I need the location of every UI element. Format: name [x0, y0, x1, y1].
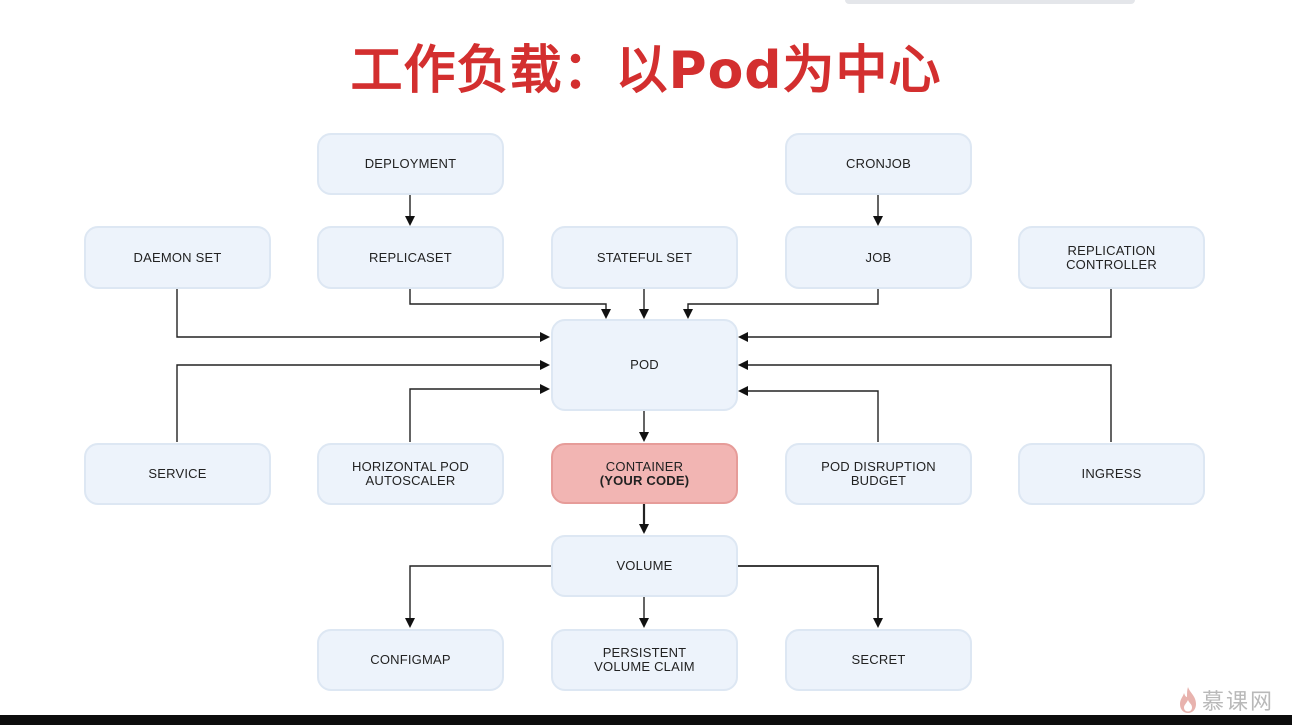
flame-logo-icon: [1180, 687, 1196, 713]
node-label: REPLICASET: [369, 249, 452, 265]
node-stateful-set: STATEFUL SET: [551, 226, 738, 289]
node-configmap: CONFIGMAP: [317, 629, 504, 691]
node-daemon-set: DAEMON SET: [84, 226, 271, 289]
node-label: POD DISRUPTION: [821, 459, 936, 474]
edge-replicaset-pod: [409, 289, 611, 319]
watermark: 慕课网: [1178, 684, 1274, 716]
node-label: CRONJOB: [846, 156, 911, 171]
node-label-line2: CONTROLLER: [1066, 256, 1157, 272]
node-label: HORIZONTAL POD: [352, 459, 469, 474]
node-label: POD: [630, 357, 659, 372]
edge-service-pod: [176, 360, 550, 442]
page-title: 工作负载：以Pod为中心: [350, 41, 942, 101]
node-label-line2: BUDGET: [850, 473, 907, 488]
edge-daemonset-pod: [176, 289, 550, 342]
bottom-bar: [0, 715, 1292, 725]
node-label-line2: VOLUME CLAIM: [594, 659, 695, 674]
node-replicaset: REPLICASET: [317, 226, 504, 289]
node-label: DEPLOYMENT: [364, 156, 457, 171]
node-label: JOB: [865, 249, 892, 265]
node-label: REPLICATION: [1067, 242, 1156, 258]
node-label: PERSISTENT: [602, 645, 687, 660]
node-container: CONTAINER (YOUR CODE): [551, 443, 738, 504]
node-label-line2: AUTOSCALER: [365, 473, 456, 488]
node-pod: POD: [551, 319, 738, 411]
node-deployment: DEPLOYMENT: [317, 133, 504, 195]
node-label: VOLUME: [616, 558, 673, 573]
node-pod-disruption-budget: POD DISRUPTION BUDGET: [785, 443, 972, 505]
edge-volume-secret: [738, 565, 883, 628]
node-ingress: INGRESS: [1018, 443, 1205, 505]
node-label: DAEMON SET: [133, 249, 222, 265]
edge-pdb-pod: [738, 386, 879, 442]
edge-replicationcontroller-pod: [738, 289, 1112, 342]
node-label: STATEFUL SET: [596, 249, 693, 265]
top-strip: [845, 0, 1135, 4]
node-service: SERVICE: [84, 443, 271, 505]
node-label: SERVICE: [148, 466, 207, 481]
watermark-text: 慕课网: [1202, 690, 1275, 715]
node-persistent-volume-claim: PERSISTENT VOLUME CLAIM: [551, 629, 738, 691]
edge-hpa-pod: [409, 384, 550, 442]
node-horizontal-pod-autoscaler: HORIZONTAL POD AUTOSCALER: [317, 443, 504, 505]
edge-volume-configmap: [405, 565, 551, 628]
node-replication-controller: REPLICATION CONTROLLER: [1018, 226, 1205, 289]
node-job: JOB: [785, 226, 972, 289]
node-label: SECRET: [851, 652, 906, 667]
node-volume: VOLUME: [551, 535, 738, 597]
node-cronjob: CRONJOB: [785, 133, 972, 195]
node-label: CONFIGMAP: [370, 652, 451, 667]
node-label-line2: (YOUR CODE): [599, 472, 690, 488]
node-label: CONTAINER: [605, 458, 684, 474]
edge-job-pod: [683, 289, 879, 319]
node-label: INGRESS: [1081, 466, 1142, 481]
edge-ingress-pod: [738, 360, 1112, 442]
node-secret: SECRET: [785, 629, 972, 691]
